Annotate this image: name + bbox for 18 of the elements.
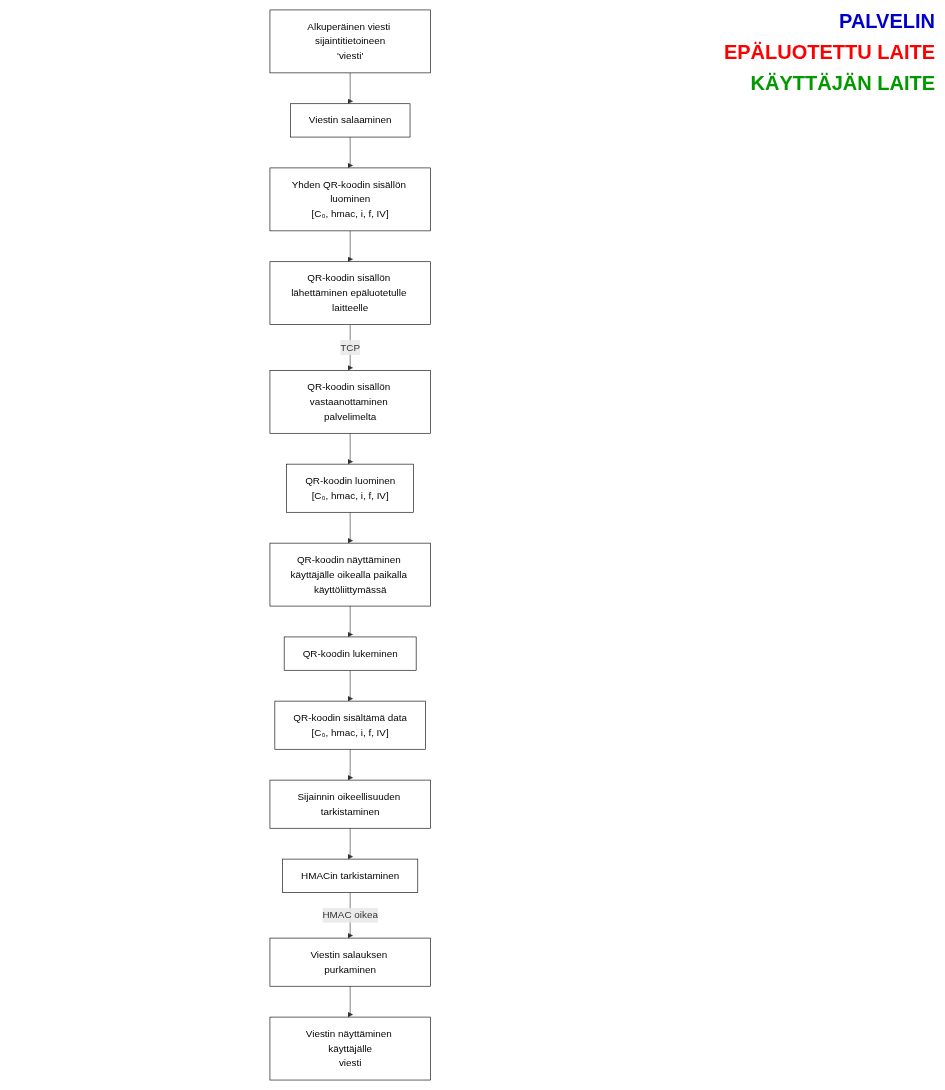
edge-label: TCP [340,340,360,355]
process-box: Viestin salaaminen [289,103,411,138]
process-box: Viestin näyttäminen käyttäjälle viesti [269,1016,431,1081]
edge-label: HMAC oikea [322,907,378,923]
section-label: KÄYTTÄJÄN LAITE [749,72,935,95]
process-box: QR-koodin sisällön lähettäminen epäluotetulle laitteelle [269,261,431,325]
process-box: Yhden QR-koodin sisällön luominen [C₀, hmac, i, f, IV] [269,167,431,232]
section-label: PALVELIN [838,10,935,33]
section-label: EPÄLUOTETTU LAITE [723,41,935,64]
process-box: HMACin tarkistaminen [282,858,418,893]
process-box: Viestin salauksen purkaminen [269,937,431,987]
process-box: QR-koodin lukeminen [283,636,417,671]
process-box: Alkuperäinen viesti sijaintitietoineen 'viesti' [269,9,431,74]
process-box: QR-koodin sisältämä data [C₀, hmac, i, f, IV] [274,700,426,750]
process-box: QR-koodin luominen [C₀, hmac, i, f, IV] [286,463,414,513]
process-box: QR-koodin sisällön vastaanottaminen palvelimelta [269,370,431,434]
process-box: Sijainnin oikeellisuuden tarkistaminen [269,779,431,829]
process-box: QR-koodin näyttäminen käyttäjälle oikealla paikalla käyttöliittymässä [269,542,431,607]
